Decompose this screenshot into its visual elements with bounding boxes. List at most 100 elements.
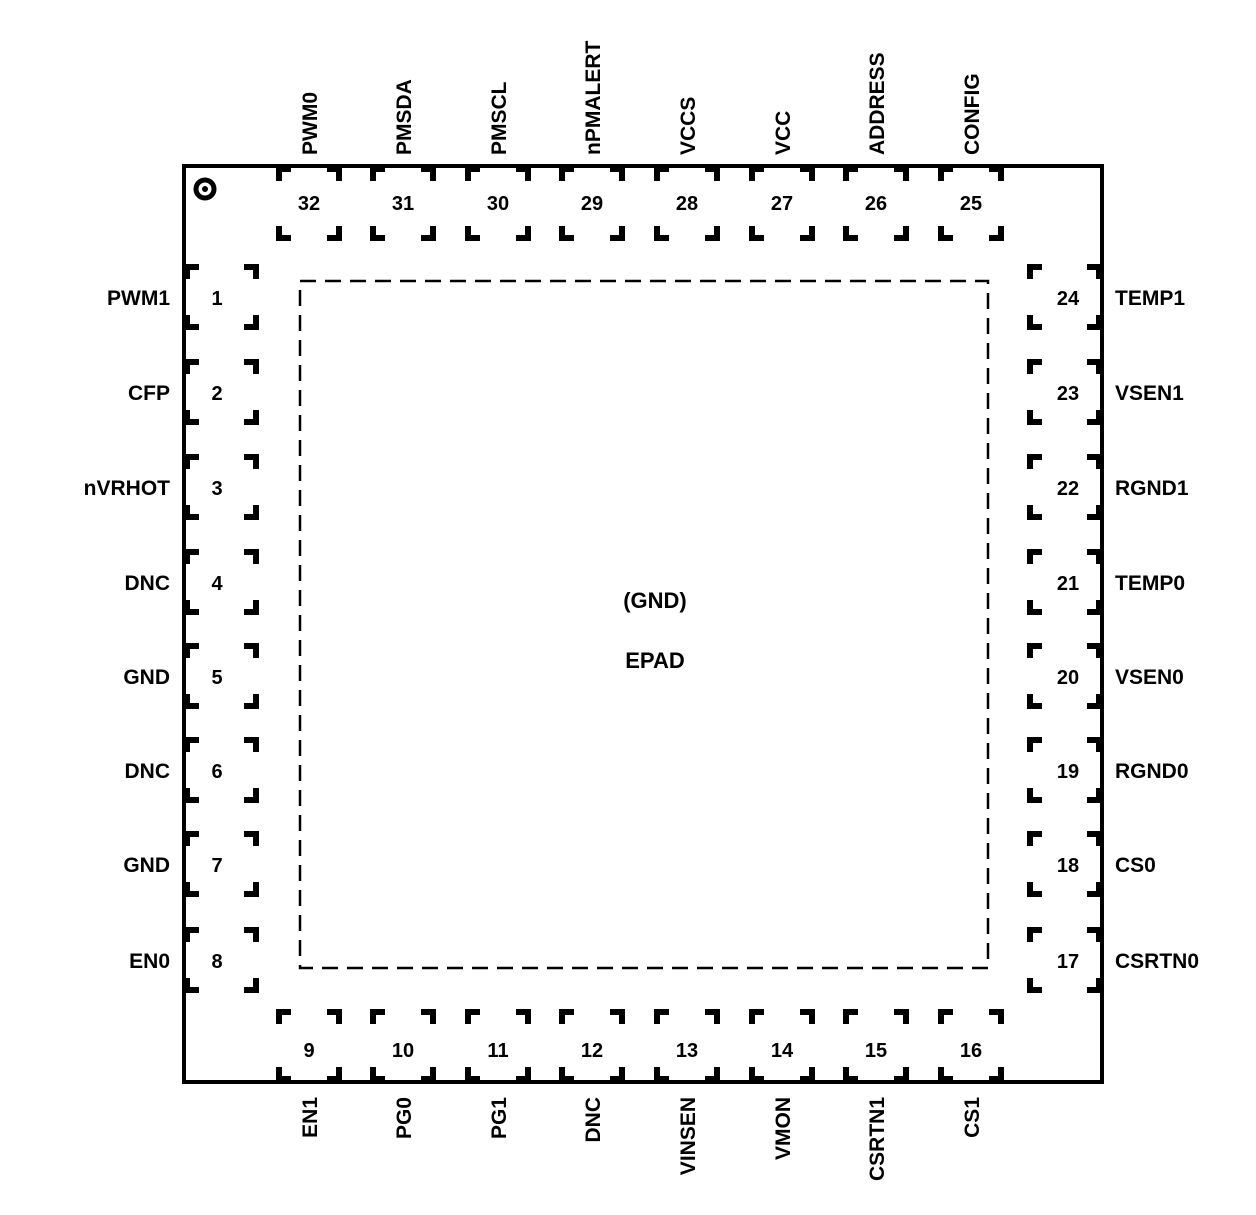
pin-number: 10 xyxy=(392,1040,414,1062)
pin-name: PG1 xyxy=(488,1097,511,1139)
pin-name: PWM0 xyxy=(299,92,322,155)
pin-name: VCCS xyxy=(677,97,700,155)
pin-pad-bracket xyxy=(184,831,199,846)
pin-pad-bracket xyxy=(938,166,953,181)
pin-pad-bracket xyxy=(989,226,1004,241)
pin-pad-bracket xyxy=(244,694,259,709)
pin-number: 2 xyxy=(211,383,222,405)
pin-pad-bracket xyxy=(1087,549,1102,564)
pin-number: 24 xyxy=(1057,288,1080,310)
pin-right-24: 24 TEMP1 xyxy=(1027,264,1185,330)
pin-pad-bracket xyxy=(749,166,764,181)
pin-right-19: 19 RGND0 xyxy=(1027,737,1189,803)
pin-pad-bracket xyxy=(516,166,531,181)
pin-number: 4 xyxy=(211,573,223,595)
pin-name: TEMP1 xyxy=(1115,287,1185,310)
pin-pad-bracket xyxy=(184,315,199,330)
pin-pad-bracket xyxy=(244,454,259,469)
pin-pad-bracket xyxy=(276,1009,291,1024)
pin-name: CFP xyxy=(128,382,170,405)
pin-pad-bracket xyxy=(244,315,259,330)
pin-number: 26 xyxy=(865,193,887,215)
pin-pad-bracket xyxy=(370,1067,385,1082)
pin-name: DNC xyxy=(125,760,171,783)
pin-pad-bracket xyxy=(184,737,199,752)
pin-number: 22 xyxy=(1057,478,1079,500)
pin-pad-bracket xyxy=(244,549,259,564)
pin-name: EN0 xyxy=(129,950,170,973)
pin-number: 16 xyxy=(960,1040,982,1062)
pin-pad-bracket xyxy=(1027,315,1042,330)
pin-number: 11 xyxy=(487,1040,508,1062)
pin-pad-bracket xyxy=(938,226,953,241)
pin-number: 29 xyxy=(581,193,603,215)
pin-pad-bracket xyxy=(1027,454,1042,469)
pin-pad-bracket xyxy=(749,226,764,241)
pin-pad-bracket xyxy=(276,1067,291,1082)
pin-pad-bracket xyxy=(654,1009,669,1024)
pin-pad-bracket xyxy=(1087,831,1102,846)
pin-number: 5 xyxy=(211,667,222,689)
pin-pad-bracket xyxy=(276,226,291,241)
pin-name: PG0 xyxy=(393,1097,416,1139)
pin-number: 15 xyxy=(865,1040,887,1062)
pin-pad-bracket xyxy=(465,1009,480,1024)
pin-pad-bracket xyxy=(1087,927,1102,942)
pin-pad-bracket xyxy=(1027,978,1042,993)
pin-pad-bracket xyxy=(1027,882,1042,897)
pin-pad-bracket xyxy=(705,226,720,241)
pin-pad-bracket xyxy=(705,1067,720,1082)
pin-name: PMSDA xyxy=(393,79,416,155)
pin-pad-bracket xyxy=(610,226,625,241)
pin-pad-bracket xyxy=(421,1067,436,1082)
pin-pad-bracket xyxy=(559,1067,574,1082)
pin-pad-bracket xyxy=(559,166,574,181)
pin-pad-bracket xyxy=(370,166,385,181)
epad-net-label: (GND) xyxy=(623,588,687,613)
pin-pad-bracket xyxy=(1087,643,1102,658)
pin-pad-bracket xyxy=(244,882,259,897)
pin-pad-bracket xyxy=(989,1067,1004,1082)
pin-pad-bracket xyxy=(1027,694,1042,709)
pin-number: 19 xyxy=(1057,761,1079,783)
pin-pad-bracket xyxy=(465,1067,480,1082)
pin-name: GND xyxy=(123,854,170,877)
pin-pad-bracket xyxy=(465,166,480,181)
pin-left-2: 2 CFP xyxy=(128,359,259,425)
pin-pad-bracket xyxy=(1027,359,1042,374)
pin-pad-bracket xyxy=(184,978,199,993)
pin-pad-bracket xyxy=(244,788,259,803)
pin-pad-bracket xyxy=(1027,600,1042,615)
pin-name: DNC xyxy=(582,1097,605,1143)
pin-pad-bracket xyxy=(894,1067,909,1082)
pin-name: CS0 xyxy=(1115,854,1156,877)
pin-pad-bracket xyxy=(327,1009,342,1024)
pin-pad-bracket xyxy=(705,166,720,181)
pin-name: RGND0 xyxy=(1115,760,1189,783)
pin-pad-bracket xyxy=(184,264,199,279)
pin-pad-bracket xyxy=(184,600,199,615)
pin-pad-bracket xyxy=(184,643,199,658)
pin-number: 32 xyxy=(298,193,320,215)
pin-pad-bracket xyxy=(1027,410,1042,425)
pin-pad-bracket xyxy=(800,1009,815,1024)
pin-pad-bracket xyxy=(244,359,259,374)
pin-pad-bracket xyxy=(184,788,199,803)
pin-pad-bracket xyxy=(516,1009,531,1024)
pin-pad-bracket xyxy=(843,166,858,181)
pin-pad-bracket xyxy=(1087,454,1102,469)
pin-name: CS1 xyxy=(961,1097,984,1138)
pin-name: CSRTN1 xyxy=(866,1097,889,1181)
pin-pad-bracket xyxy=(327,226,342,241)
pin-pad-bracket xyxy=(184,694,199,709)
pin-number: 6 xyxy=(211,761,222,783)
